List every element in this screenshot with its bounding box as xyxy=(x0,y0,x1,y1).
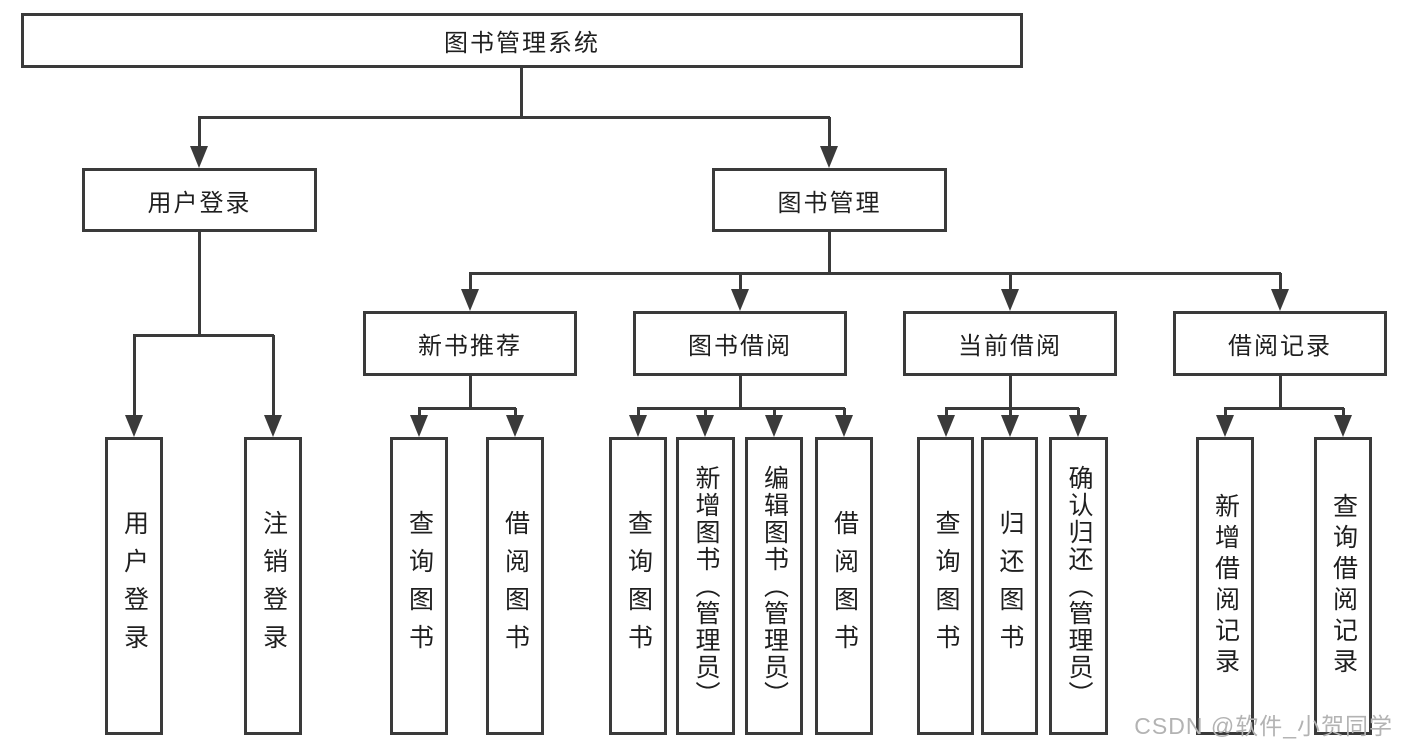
node-label: 查询借阅记录 xyxy=(1329,493,1358,679)
node-label: 查询图书 xyxy=(405,510,434,662)
connector-arrow-shaft xyxy=(1342,408,1345,417)
node-leaf-query-borrow-record: 查询借阅记录 xyxy=(1314,437,1372,735)
connector-vline xyxy=(828,232,831,275)
connector-arrowhead-icon xyxy=(410,415,428,437)
connector-arrowhead-icon xyxy=(765,415,783,437)
node-label: 编辑图书（管理员） xyxy=(760,464,789,708)
node-label: 新增图书（管理员） xyxy=(692,464,720,708)
node-label: 当前借阅 xyxy=(958,333,1062,360)
node-leaf-borrow-book-2: 借阅图书 xyxy=(815,437,873,735)
connector-arrowhead-icon xyxy=(461,289,479,311)
connector-arrow-shaft xyxy=(828,117,831,148)
node-label: 新增借阅记录 xyxy=(1211,493,1240,679)
node-label: 归还图书 xyxy=(996,510,1024,662)
connector-arrowhead-icon xyxy=(629,415,647,437)
connector-arrow-shaft xyxy=(469,273,472,291)
connector-vline xyxy=(520,68,523,118)
connector-arrowhead-icon xyxy=(506,415,524,437)
connector-arrow-shaft xyxy=(1009,273,1012,291)
node-label: 注销登录 xyxy=(259,510,288,662)
node-leaf-add-book-admin: 新增图书（管理员） xyxy=(676,437,735,735)
connector-arrow-shaft xyxy=(843,408,846,417)
connector-arrowhead-icon xyxy=(1216,415,1234,437)
connector-arrowhead-icon xyxy=(820,146,838,168)
node-book-borrowing: 图书借阅 xyxy=(633,311,847,376)
connector-arrow-shaft xyxy=(272,335,275,417)
connector-arrowhead-icon xyxy=(1271,289,1289,311)
connector-arrowhead-icon xyxy=(1001,415,1019,437)
node-leaf-user-login: 用户登录 xyxy=(105,437,163,735)
connector-hline xyxy=(418,407,516,410)
node-label: 借阅图书 xyxy=(501,510,530,662)
connector-arrow-shaft xyxy=(1224,408,1227,417)
connector-arrowhead-icon xyxy=(696,415,714,437)
node-label: 新书推荐 xyxy=(418,333,522,360)
connector-hline xyxy=(637,407,845,410)
connector-arrow-shaft xyxy=(418,408,421,417)
connector-arrowhead-icon xyxy=(731,289,749,311)
node-leaf-query-book-3: 查询图书 xyxy=(917,437,974,735)
connector-vline xyxy=(1009,376,1012,410)
node-user-login: 用户登录 xyxy=(82,168,317,232)
connector-vline xyxy=(198,232,201,337)
node-book-management: 图书管理 xyxy=(712,168,947,232)
node-label: 确认归还（管理员） xyxy=(1065,464,1093,708)
connector-arrow-shaft xyxy=(1077,408,1080,417)
connector-arrow-shaft xyxy=(945,408,948,417)
connector-arrow-shaft xyxy=(514,408,517,417)
node-label: 查询图书 xyxy=(932,510,960,662)
node-leaf-query-book-1: 查询图书 xyxy=(390,437,448,735)
connector-vline xyxy=(469,376,472,410)
connector-vline xyxy=(1279,376,1282,410)
connector-arrow-shaft xyxy=(1009,408,1012,417)
connector-arrowhead-icon xyxy=(190,146,208,168)
node-leaf-logout: 注销登录 xyxy=(244,437,302,735)
connector-arrow-shaft xyxy=(637,408,640,417)
connector-hline xyxy=(945,407,1079,410)
node-root-library-system: 图书管理系统 xyxy=(21,13,1023,68)
node-label: 图书管理系统 xyxy=(444,30,600,57)
node-borrow-records: 借阅记录 xyxy=(1173,311,1387,376)
node-leaf-confirm-return-admin: 确认归还（管理员） xyxy=(1049,437,1108,735)
connector-arrow-shaft xyxy=(1279,273,1282,291)
connector-arrowhead-icon xyxy=(937,415,955,437)
connector-arrowhead-icon xyxy=(1069,415,1087,437)
node-leaf-query-book-2: 查询图书 xyxy=(609,437,667,735)
node-label: 图书借阅 xyxy=(688,333,792,360)
connector-arrowhead-icon xyxy=(125,415,143,437)
connector-arrowhead-icon xyxy=(264,415,282,437)
connector-arrow-shaft xyxy=(773,408,776,417)
node-label: 用户登录 xyxy=(120,510,149,662)
connector-hline xyxy=(198,116,830,119)
connector-hline xyxy=(1224,407,1344,410)
node-new-book-recommend: 新书推荐 xyxy=(363,311,577,376)
connector-arrowhead-icon xyxy=(1001,289,1019,311)
connector-hline xyxy=(133,334,274,337)
node-label: 借阅记录 xyxy=(1228,333,1332,360)
connector-arrow-shaft xyxy=(704,408,707,417)
node-leaf-add-borrow-record: 新增借阅记录 xyxy=(1196,437,1254,735)
connector-arrowhead-icon xyxy=(835,415,853,437)
node-leaf-edit-book-admin: 编辑图书（管理员） xyxy=(745,437,803,735)
connector-vline xyxy=(739,376,742,410)
connector-hline xyxy=(469,272,1281,275)
connector-arrow-shaft xyxy=(739,273,742,291)
node-label: 查询图书 xyxy=(624,510,653,662)
csdn-watermark: CSDN @软件_小贺同学 xyxy=(1134,713,1393,739)
connector-arrow-shaft xyxy=(133,335,136,417)
connector-arrowhead-icon xyxy=(1334,415,1352,437)
node-current-borrowing: 当前借阅 xyxy=(903,311,1117,376)
connector-arrow-shaft xyxy=(198,117,201,148)
node-leaf-return-book: 归还图书 xyxy=(981,437,1038,735)
node-label: 用户登录 xyxy=(147,189,252,217)
node-leaf-borrow-book-1: 借阅图书 xyxy=(486,437,544,735)
node-label: 图书管理 xyxy=(777,189,882,217)
node-label: 借阅图书 xyxy=(830,510,859,662)
